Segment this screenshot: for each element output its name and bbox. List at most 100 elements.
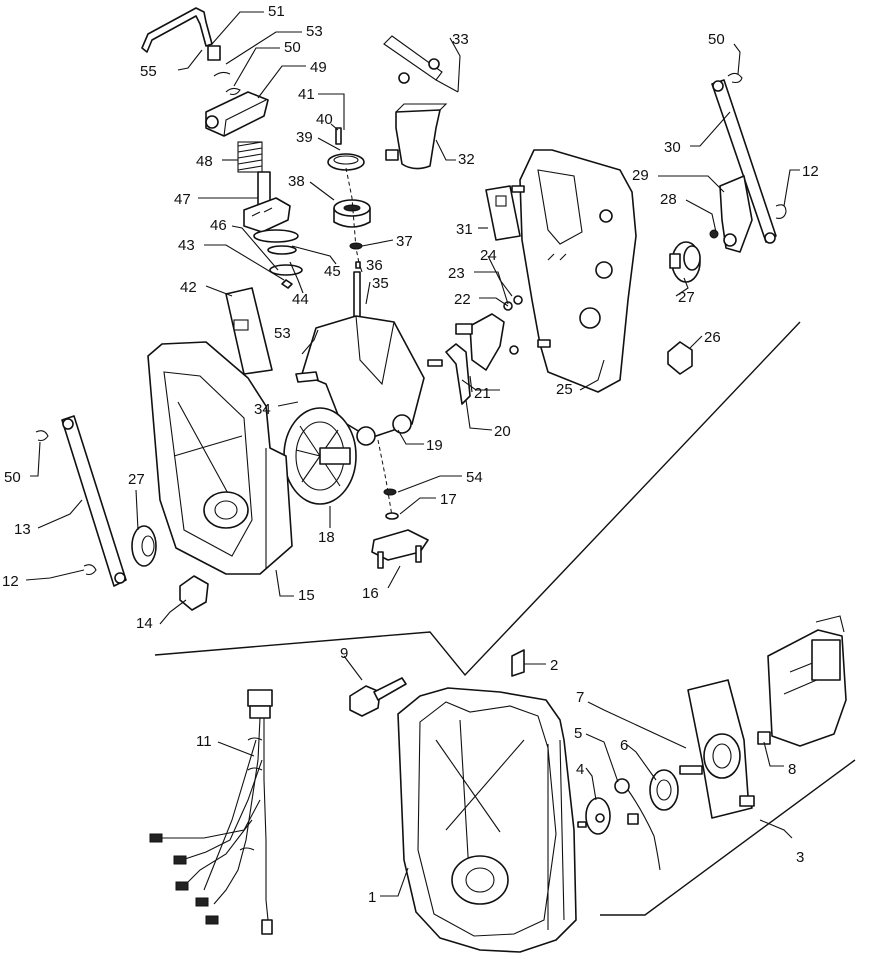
callout-53-top: 53 [306, 23, 323, 40]
callout-27-right: 27 [678, 289, 695, 306]
part-11-wiring-harness [149, 689, 273, 935]
part-9-knob [349, 677, 407, 717]
part-21-bracket [455, 313, 505, 371]
callout-14: 14 [136, 615, 153, 632]
part-1-base-housing [397, 687, 577, 953]
callout-11: 11 [196, 733, 212, 750]
part-50-clip-right [727, 72, 743, 84]
part-28-screw [709, 229, 719, 239]
part-26-small-bracket [667, 341, 693, 375]
part-39-ring [327, 153, 365, 171]
callout-9: 9 [340, 645, 348, 662]
part-17-washer [385, 512, 399, 520]
callout-54: 54 [466, 469, 483, 486]
part-34-pin [295, 371, 319, 383]
section-dividers [154, 321, 856, 916]
callout-labels: 51 55 53 50 49 41 40 39 38 48 47 46 43 4… [2, 3, 819, 906]
part-46-ring [253, 229, 299, 243]
part-5-switch [614, 778, 661, 871]
callout-5: 5 [574, 725, 582, 742]
callout-4: 4 [576, 761, 584, 778]
part-54-washer [383, 488, 397, 496]
callout-16: 16 [362, 585, 379, 602]
callout-47: 47 [174, 191, 191, 208]
part-18-fan-wheel [283, 407, 357, 505]
callout-25: 25 [556, 381, 573, 398]
part-45-ring [267, 245, 297, 255]
callout-50-top: 50 [284, 39, 301, 56]
callout-45: 45 [324, 263, 341, 280]
part-12-clip-left [83, 564, 97, 576]
callout-12-right: 12 [802, 163, 819, 180]
callout-2: 2 [550, 657, 558, 674]
callout-44: 44 [292, 291, 309, 308]
part-55-rod [141, 7, 213, 53]
callout-46: 46 [210, 217, 227, 234]
part-49-switch-block [205, 91, 269, 137]
callout-49: 49 [310, 59, 327, 76]
callout-27-left: 27 [128, 471, 145, 488]
callout-18: 18 [318, 529, 335, 546]
callout-40: 40 [316, 111, 333, 128]
part-36-pin [355, 261, 361, 269]
part-14-bracket [179, 575, 209, 611]
part-12-clip-right [775, 204, 787, 219]
part-20-handle [427, 343, 471, 405]
callout-29: 29 [632, 167, 649, 184]
callout-33: 33 [452, 31, 469, 48]
callout-41: 41 [298, 86, 315, 103]
callout-19: 19 [426, 437, 443, 454]
callout-55: 55 [140, 63, 157, 80]
part-25-housing-cover [511, 149, 637, 393]
callout-36: 36 [366, 257, 383, 274]
callout-15: 15 [298, 587, 315, 604]
part-7-mount-plate [679, 679, 755, 819]
part-50-clip-left [35, 430, 49, 442]
callout-50-left: 50 [4, 469, 21, 486]
callout-30: 30 [664, 139, 681, 156]
callout-21: 21 [474, 385, 491, 402]
callout-22: 22 [454, 291, 471, 308]
part-27-gear-left [131, 525, 157, 567]
callout-39: 39 [296, 129, 313, 146]
part-6-disc [649, 769, 679, 811]
part-27-gear-right [669, 241, 701, 283]
callout-13: 13 [14, 521, 31, 538]
callout-43: 43 [178, 237, 195, 254]
callout-51: 51 [268, 3, 285, 20]
leader-lines [25, 11, 800, 897]
callout-31: 31 [456, 221, 473, 238]
part-42-label [225, 287, 273, 375]
callout-35: 35 [372, 275, 389, 292]
part-15-housing [147, 341, 293, 575]
part-13-lever [61, 415, 127, 587]
part-24-23-22-screws [503, 295, 523, 355]
part-37-washer [349, 242, 363, 250]
part-16-base-plate [371, 529, 429, 569]
part-30-lever [711, 79, 777, 244]
callout-37: 37 [396, 233, 413, 250]
part-32-cup [385, 103, 448, 170]
callout-26: 26 [704, 329, 721, 346]
part-48-spring [237, 141, 263, 173]
callout-3: 3 [796, 849, 804, 866]
part-41-40-screw [335, 127, 342, 145]
callout-7: 7 [576, 689, 584, 706]
callout-32: 32 [458, 151, 475, 168]
part-47-shaft-assembly [243, 171, 291, 233]
callout-28: 28 [660, 191, 677, 208]
part-50-spring [225, 87, 241, 96]
part-2-clip [511, 649, 525, 677]
part-38-bushing [333, 199, 371, 228]
callout-38: 38 [288, 173, 305, 190]
part-44-ring [269, 264, 303, 276]
part-43-screw [281, 279, 293, 289]
callout-34: 34 [254, 401, 271, 418]
callout-50-right: 50 [708, 31, 725, 48]
callout-17: 17 [440, 491, 457, 508]
part-53-clip [213, 71, 231, 77]
callout-20: 20 [494, 423, 511, 440]
callout-6: 6 [620, 737, 628, 754]
part-35-shaft [353, 271, 361, 323]
